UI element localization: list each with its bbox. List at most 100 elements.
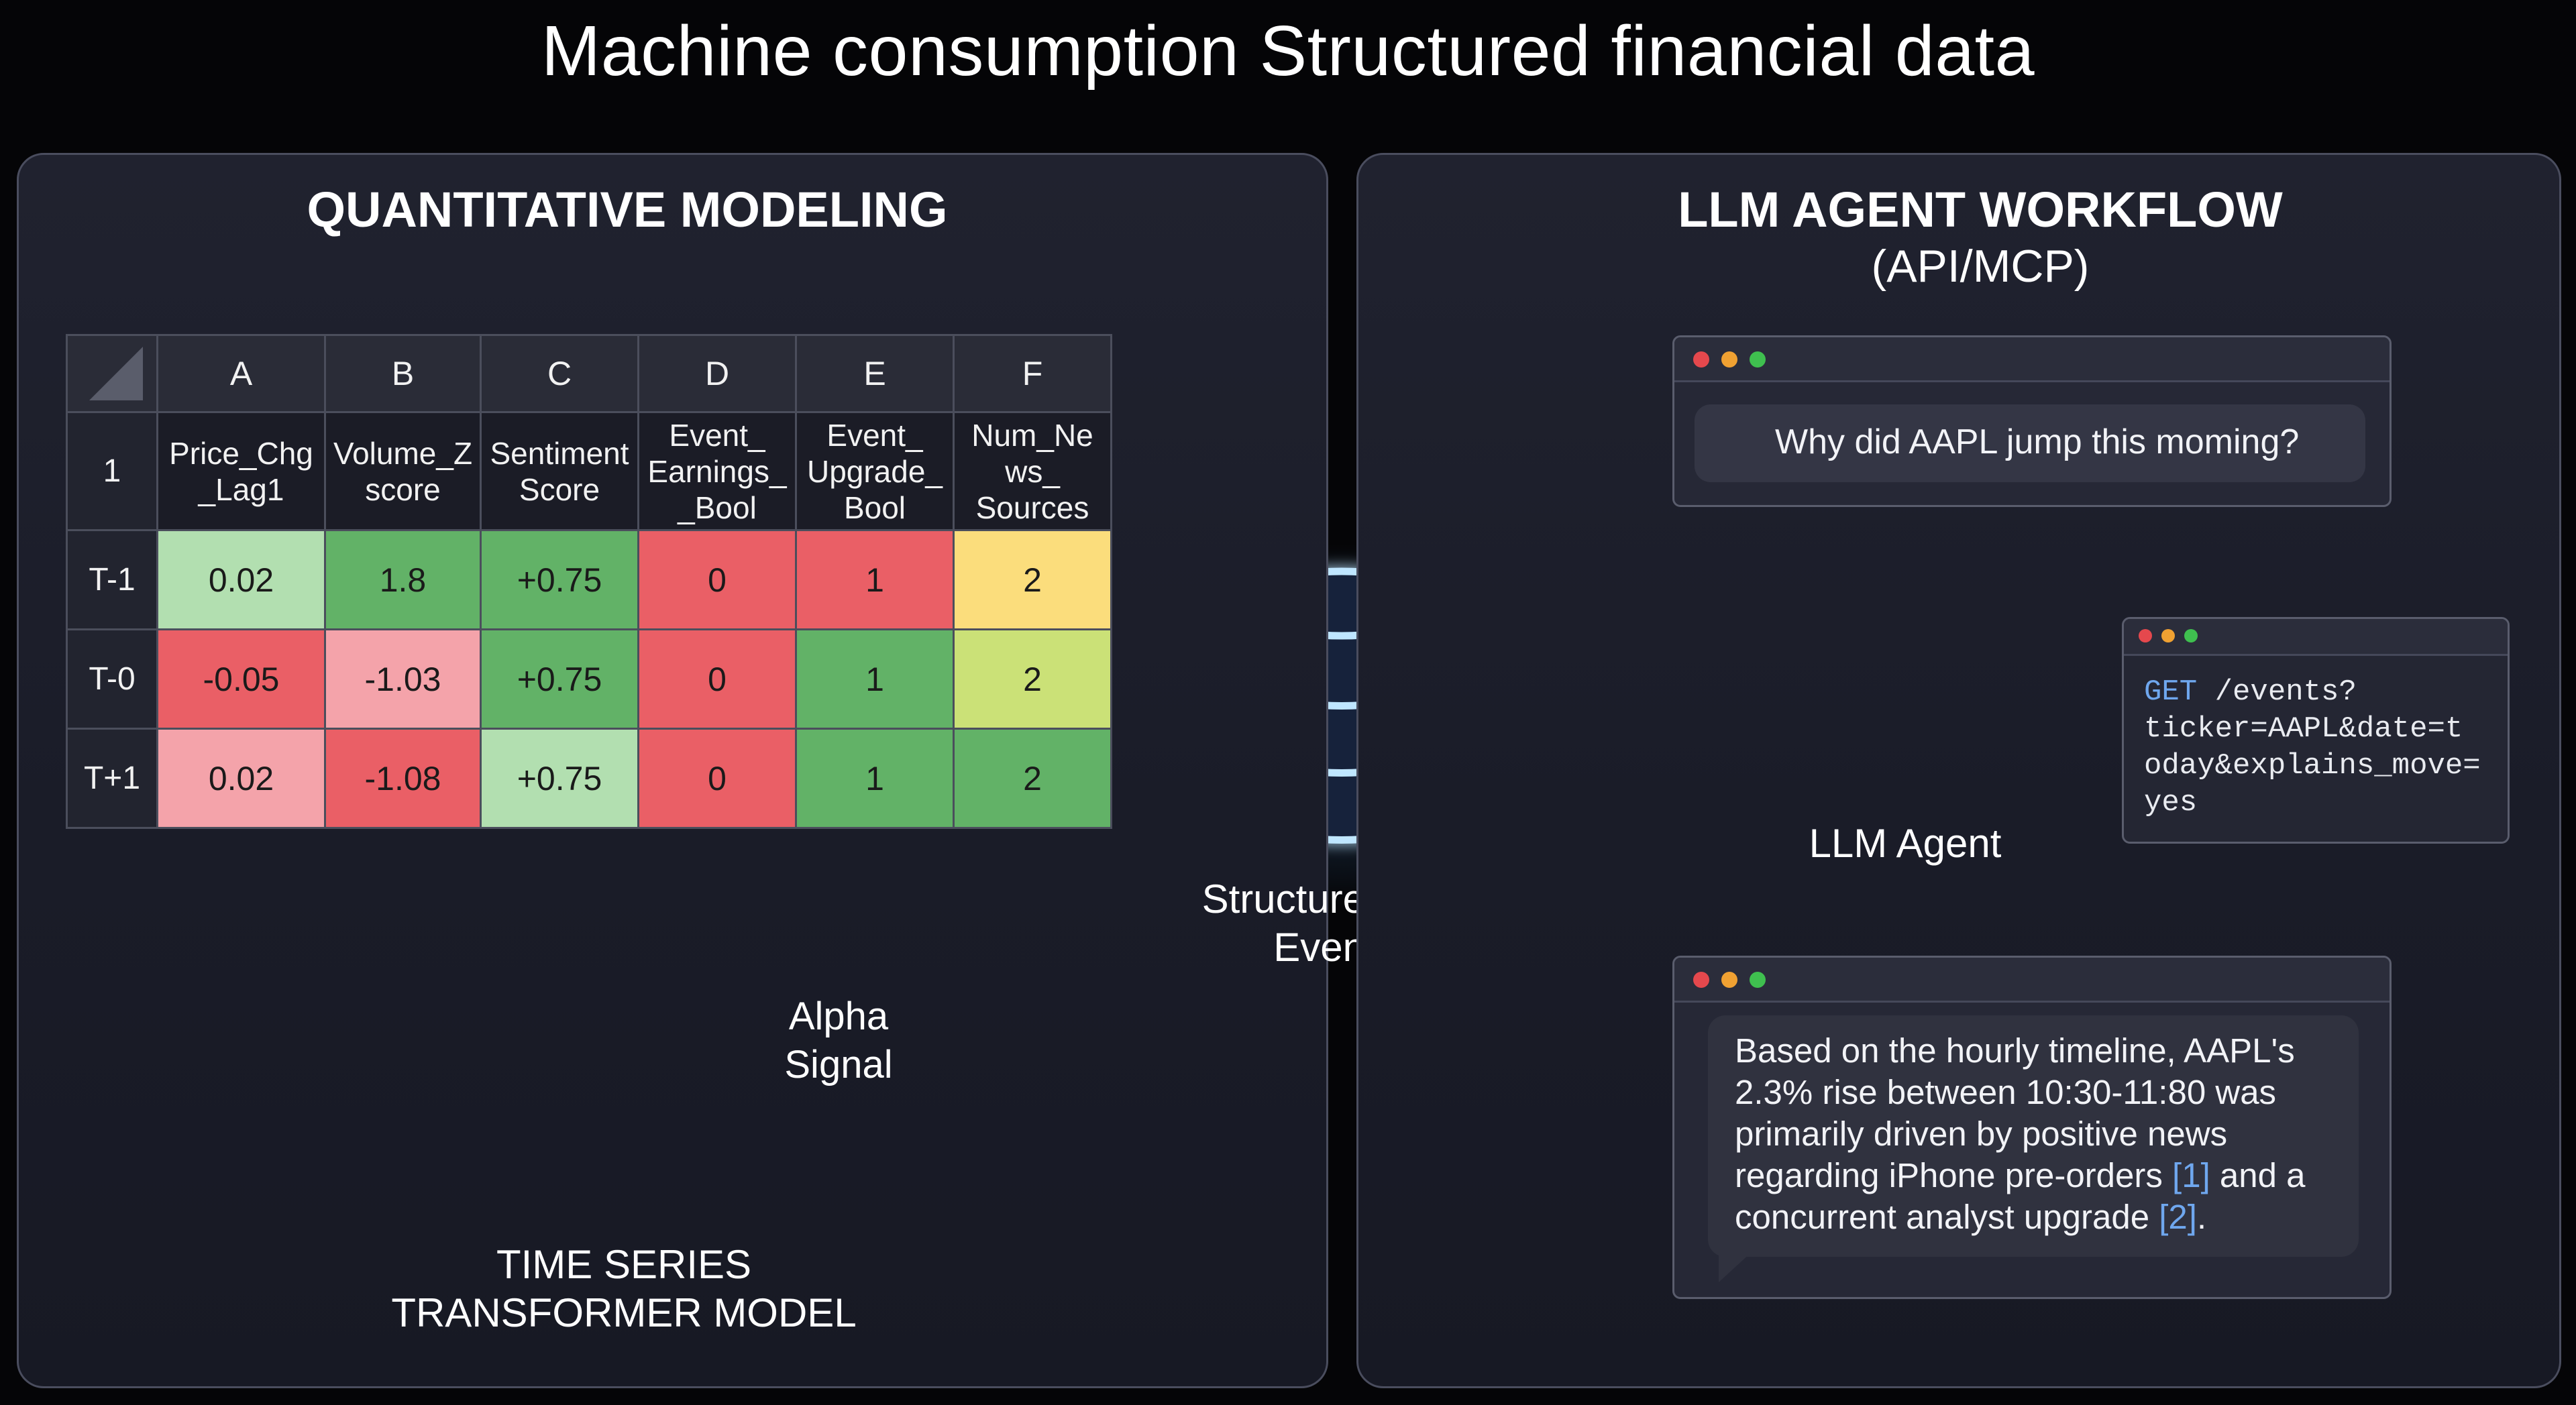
select-all-corner-icon xyxy=(89,347,143,400)
data-cell: +0.75 xyxy=(480,529,639,630)
close-dot-icon[interactable] xyxy=(1693,972,1709,988)
close-dot-icon[interactable] xyxy=(1693,351,1709,368)
data-cell: 1 xyxy=(795,529,955,630)
column-letter: A xyxy=(156,334,326,413)
feature-name-line: Event_ xyxy=(669,417,765,453)
feature-name-line: Score xyxy=(519,471,600,507)
feature-name-line: Sources xyxy=(975,490,1089,525)
data-cell: -1.08 xyxy=(324,728,482,829)
sheet-corner xyxy=(66,334,158,413)
sheet-data-row: T-0 -0.05 -1.03 +0.75 0 1 2 xyxy=(66,628,1112,730)
right-panel-subtitle: (API/MCP) xyxy=(1871,241,2090,292)
feature-name-line: Upgrade_ xyxy=(806,453,943,489)
column-letter: D xyxy=(637,334,797,413)
data-cell: 2 xyxy=(953,728,1112,829)
citation-link[interactable]: [1] xyxy=(2172,1156,2210,1194)
api-window-titlebar xyxy=(2124,619,2508,656)
column-letter: F xyxy=(953,334,1112,413)
data-cell: 0 xyxy=(637,628,797,730)
page-title: Machine consumption Structured financial… xyxy=(541,11,2035,91)
feature-name-line: Bool xyxy=(843,490,906,525)
model-label-line: TIME SERIES xyxy=(496,1242,752,1287)
column-letter: C xyxy=(480,334,639,413)
api-call-window: GET /events? ticker=AAPL&date=t oday&exp… xyxy=(2122,617,2510,844)
api-query-line: ticker=AAPL&date=t xyxy=(2144,712,2463,746)
answer-line: regarding iPhone pre-orders [1] and a xyxy=(1735,1155,2352,1196)
data-cell: 1.8 xyxy=(324,529,482,630)
bubble-tail xyxy=(1719,1253,1751,1282)
feature-name-line: Volume_Z xyxy=(333,435,473,471)
answer-line: concurrent analyst upgrade [2]. xyxy=(1735,1196,2352,1238)
api-query-line: oday&explains_move= xyxy=(2144,749,2481,783)
data-cell: 2 xyxy=(953,628,1112,730)
feature-name-line: Earnings_ xyxy=(647,453,787,489)
citation-link[interactable]: [2] xyxy=(2159,1198,2197,1236)
http-method: GET xyxy=(2144,675,2198,709)
data-cell: +0.75 xyxy=(480,628,639,730)
data-cell: 0 xyxy=(637,728,797,829)
transformer-model-label: TIME SERIES TRANSFORMER MODEL xyxy=(288,1241,959,1337)
minimize-dot-icon[interactable] xyxy=(1721,972,1737,988)
data-cell: 0.02 xyxy=(156,728,326,829)
data-cell: 1 xyxy=(795,628,955,730)
alpha-signal-label: Alpha Signal xyxy=(751,993,926,1089)
close-dot-icon[interactable] xyxy=(2139,629,2152,642)
feature-name-line: Event_ xyxy=(826,417,923,453)
feature-name-line: ws_ xyxy=(1005,453,1060,489)
agent-answer-bubble xyxy=(1708,1015,2359,1257)
feature-name-line: Price_Chg xyxy=(169,435,313,471)
maximize-dot-icon[interactable] xyxy=(2184,629,2198,642)
answer-line: 2.3% rise between 10:30-11:80 was xyxy=(1735,1073,2277,1111)
feature-name-line: _Lag1 xyxy=(198,471,284,507)
answer-text-span: . xyxy=(2196,1198,2207,1236)
feature-name-cell: Price_Chg_Lag1 xyxy=(156,411,326,531)
row-label: T-0 xyxy=(66,628,158,730)
data-cell: 2 xyxy=(953,529,1112,630)
user-message-bubble xyxy=(1695,404,2365,482)
data-cell: 1 xyxy=(795,728,955,829)
minimize-dot-icon[interactable] xyxy=(1721,351,1737,368)
sheet-data-row: T+1 0.02 -1.08 +0.75 0 1 2 xyxy=(66,728,1112,829)
answer-window: Based on the hourly timeline, AAPL's 2.3… xyxy=(1672,956,2392,1299)
model-label-line: TRANSFORMER MODEL xyxy=(391,1290,857,1335)
data-cell: 0 xyxy=(637,529,797,630)
data-cell: 0.02 xyxy=(156,529,326,630)
api-path: /events? xyxy=(2197,675,2357,709)
right-panel-title: LLM AGENT WORKFLOW xyxy=(1678,182,2283,237)
sheet-data-row: T-1 0.02 1.8 +0.75 0 1 2 xyxy=(66,529,1112,630)
answer-text-span: and a xyxy=(2210,1156,2306,1194)
answer-window-titlebar xyxy=(1674,958,2390,1003)
alpha-signal-line: Alpha xyxy=(788,995,889,1038)
left-panel-title: QUANTITATIVE MODELING xyxy=(307,182,948,237)
chat-window-titlebar xyxy=(1674,337,2390,382)
maximize-dot-icon[interactable] xyxy=(1750,972,1766,988)
feature-name-cell: Event_Upgrade_Bool xyxy=(795,411,955,531)
column-letter: B xyxy=(324,334,482,413)
answer-text-span: concurrent analyst upgrade xyxy=(1735,1198,2159,1236)
alpha-signal-line: Signal xyxy=(784,1043,893,1086)
row-label: 1 xyxy=(66,411,158,531)
row-label: T-1 xyxy=(66,529,158,630)
llm-agent-label: LLM Agent xyxy=(1809,821,2002,866)
answer-line: primarily driven by positive news xyxy=(1735,1115,2228,1153)
chat-window: Why did AAPL jump this moming? xyxy=(1672,335,2392,507)
feature-name-cell: Event_Earnings__Bool xyxy=(637,411,797,531)
column-letter: E xyxy=(795,334,955,413)
api-request-code: GET /events? ticker=AAPL&date=t oday&exp… xyxy=(2144,674,2481,822)
sheet-column-header-row: A B C D E F xyxy=(66,334,1112,413)
row-label: T+1 xyxy=(66,728,158,829)
data-cell: +0.75 xyxy=(480,728,639,829)
data-cell: -1.03 xyxy=(324,628,482,730)
api-query-line: yes xyxy=(2144,786,2198,820)
minimize-dot-icon[interactable] xyxy=(2161,629,2175,642)
user-query-text: Why did AAPL jump this moming? xyxy=(1775,423,2300,461)
feature-name-line: Sentiment xyxy=(490,435,629,471)
agent-answer-text: Based on the hourly timeline, AAPL's 2.3… xyxy=(1735,1030,2352,1238)
maximize-dot-icon[interactable] xyxy=(1750,351,1766,368)
feature-name-line: score xyxy=(365,471,441,507)
answer-line: Based on the hourly timeline, AAPL's xyxy=(1735,1031,2295,1070)
